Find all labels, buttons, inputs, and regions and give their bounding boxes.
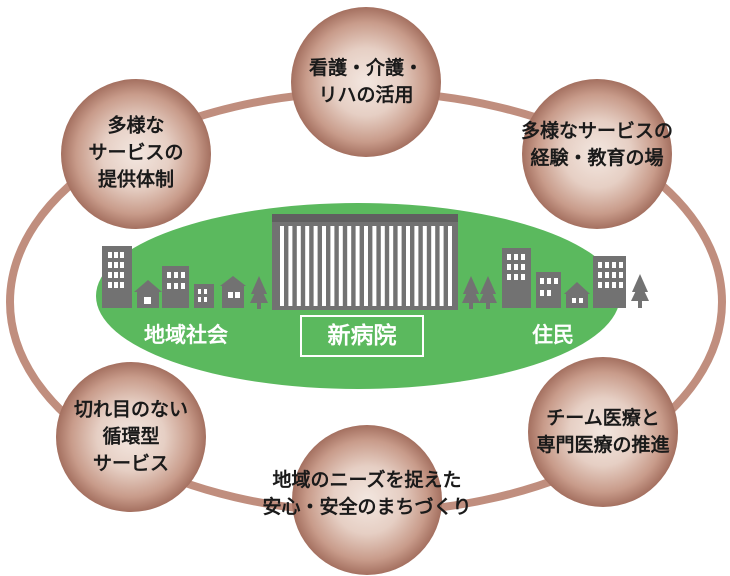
circle-text-bottom-right: チーム医療と 専門医療の推進 [536,405,669,459]
new-hospital-label: 新病院 [300,315,424,357]
text-line: リハの活用 [318,84,414,106]
text-line: 安心・安全のまちづくり [262,496,472,518]
text-line: 経験・教育の場 [530,147,664,169]
text-line: 循環型 [102,425,160,448]
circle-bottom-left [56,362,206,512]
circle-bottom-right [528,357,678,507]
text-line: サービスの [88,141,184,164]
circle-bottom [292,425,442,575]
text-line: 専門医療の推進 [536,434,670,456]
circle-top-right [522,79,672,229]
text-line: 地域のニーズを捉えた [272,469,462,491]
community-label: 地域社会 [144,323,228,347]
circle-text-bottom-left: 切れ目のない 循環型 サービス [74,397,188,478]
text-line: 提供体制 [97,168,175,191]
text-line: 多様な [107,114,165,137]
circle-text-top-right: 多様なサービスの 経験・教育の場 [521,118,673,172]
text-line: チーム医療と [546,407,660,429]
buildings-left [102,246,268,309]
circle-text-top: 看護・介護・ リハの活用 [309,55,423,109]
text-line: 多様なサービスの [520,120,674,142]
circle-top [291,7,441,157]
buildings-right [462,248,649,309]
text-line: 看護・介護・ [308,57,424,79]
circle-text-bottom: 地域のニーズを捉えた 安心・安全のまちづくり [262,467,471,521]
residents-label: 住民 [532,323,574,347]
circle-text-top-left: 多様な サービスの 提供体制 [88,113,183,194]
hospital-building [272,214,458,310]
circle-top-left [61,79,211,229]
text-line: サービス [92,452,170,475]
text-line: 切れ目のない [73,398,189,421]
